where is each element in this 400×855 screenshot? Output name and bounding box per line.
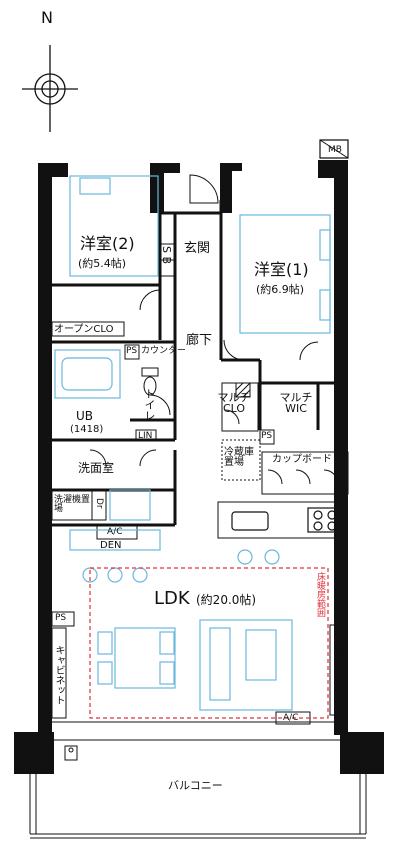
ldk-name: LDK [154, 588, 190, 609]
western2-area: (約5.4帖) [78, 257, 127, 270]
den-label: DEN [100, 540, 122, 551]
toilet-label: トイレ [143, 388, 156, 421]
exterior-walls [14, 160, 384, 774]
toilet-fixture [141, 367, 159, 396]
hatched-column [235, 382, 251, 398]
balcony-label: バルコニー [168, 779, 223, 792]
kitchen-fixtures [231, 507, 343, 533]
bath-size: (1418) [70, 424, 104, 435]
lin-label: LIN [138, 431, 153, 441]
tv-board-label: TVボード [332, 640, 343, 683]
open-clo-label: オープンCLO [54, 324, 114, 335]
counter-label: カウンター [141, 346, 187, 356]
floor-heating-area [89, 567, 329, 719]
multi-wic-label: マルチWIC [279, 391, 313, 415]
washer-label: 洗濯機置場 [54, 495, 91, 514]
floor-heating-label: 床暖房範囲 [315, 572, 325, 617]
ps-label-3: PS [55, 613, 67, 623]
western2-name: 洋室(2) [80, 234, 135, 253]
dr-label: Dr [94, 498, 104, 509]
western1-name: 洋室(1) [254, 260, 309, 279]
fridge-label: 冷蔵庫置場 [224, 447, 254, 468]
hallway-label: 廊下 [186, 333, 213, 348]
furniture [54, 175, 331, 711]
cabinet-label: キャビネット [53, 645, 64, 705]
shoe-box-label: S B [160, 246, 173, 265]
ldk-area: (約20.0帖) [196, 593, 257, 607]
meter-box-label: MB [328, 145, 342, 155]
ac-label-1: A/C [107, 527, 123, 537]
multi-clo-label: マルチCLO [217, 391, 251, 415]
ps-label-2: PS [261, 431, 273, 441]
cupboard-label: カップボード [272, 454, 332, 465]
western1-area: (約6.9帖) [256, 283, 305, 296]
ac-label-2: A/C [283, 713, 299, 723]
meter-box [319, 139, 349, 159]
ps-label-1: PS [126, 346, 138, 356]
compass-icon [22, 45, 78, 132]
entrance-label: 玄関 [184, 241, 211, 256]
washroom-label: 洗面室 [78, 461, 115, 475]
compass-north-label: N [41, 8, 53, 27]
bath-name: UB [76, 409, 94, 423]
outdoor-outlet-icon [64, 745, 78, 761]
thin-lines [29, 174, 367, 839]
